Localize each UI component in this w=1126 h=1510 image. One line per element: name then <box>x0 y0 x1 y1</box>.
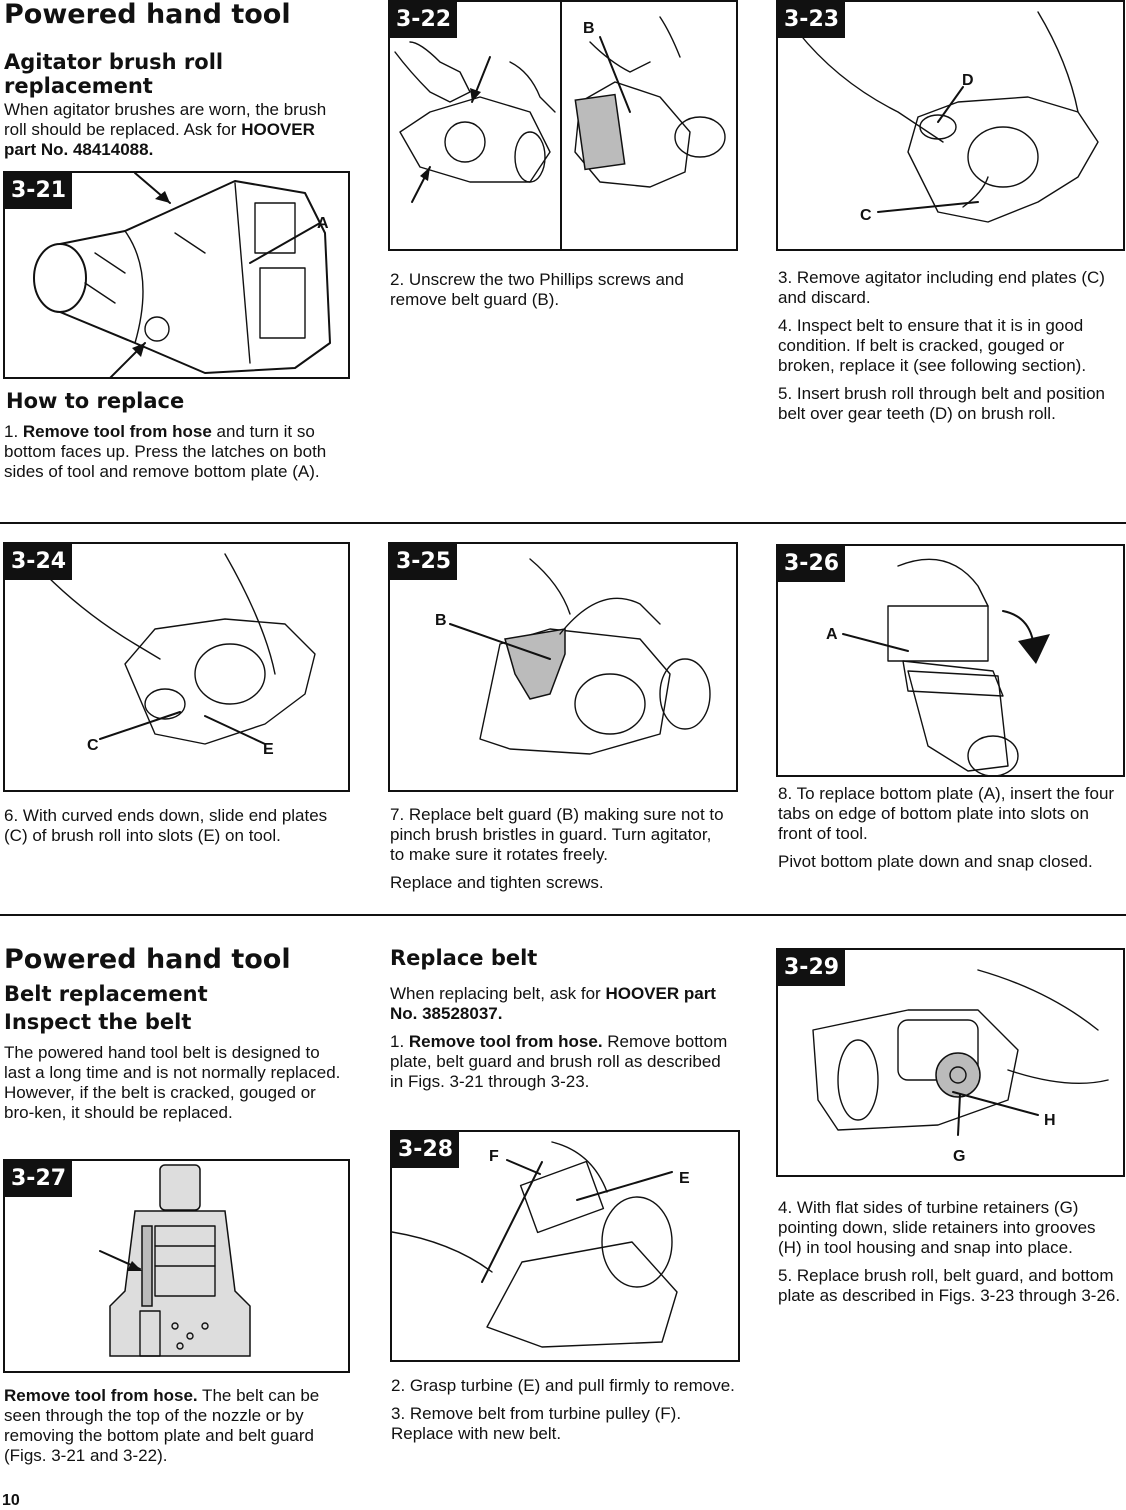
callout-b: B <box>583 20 595 37</box>
replace-belt-guard-illustration <box>449 558 711 755</box>
turbine-retainers-illustration <box>812 969 1109 1136</box>
section-title: Powered hand tool <box>4 0 291 30</box>
page-number: 10 <box>2 1492 20 1509</box>
figure-label: 3-25 <box>390 544 458 580</box>
replace-step-2: 2. Grasp turbine (E) and pull firmly to … <box>391 1376 735 1395</box>
figure-label: 3-23 <box>778 2 846 38</box>
belt-intro: The powered hand tool belt is designed t… <box>4 1043 341 1122</box>
replace-step-4: 4. With flat sides of turbine retainers … <box>778 1198 1096 1257</box>
section-subtitle: Agitator brush roll replacement <box>4 50 224 98</box>
callout-d: D <box>962 72 974 89</box>
figure-3-23: 3-23 D C <box>776 0 1125 251</box>
callout-e: E <box>679 1170 690 1187</box>
step-7: 7. Replace belt guard (B) making sure no… <box>390 805 724 864</box>
section-title: Powered hand tool <box>4 944 291 975</box>
figure-3-22: 3-22 B <box>388 0 738 251</box>
replace-steps-2-3: 2. Grasp turbine (E) and pull firmly to … <box>391 1376 736 1452</box>
callout-f: F <box>489 1148 499 1165</box>
divider <box>0 522 1126 524</box>
replace-belt-heading: Replace belt <box>390 946 538 970</box>
figure-label: 3-24 <box>5 544 73 580</box>
figure-3-24: 3-24 C E <box>3 542 350 792</box>
figure-3-21: 3-21 A <box>3 171 350 379</box>
figure-3-25: 3-25 B <box>388 542 738 792</box>
step-8: 8. To replace bottom plate (A), insert t… <box>778 784 1115 843</box>
divider <box>0 914 1126 916</box>
replace-belt-intro: When replacing belt, ask for HOOVER part… <box>390 984 735 1100</box>
remove-agitator-illustration <box>797 11 1099 223</box>
replace-step-5: 5. Replace brush roll, belt guard, and b… <box>778 1266 1121 1305</box>
part-number: HOOVER part No. 48414088. <box>4 120 315 159</box>
inspect-belt-heading: Inspect the belt <box>4 1010 192 1034</box>
callout-g: G <box>953 1148 966 1165</box>
step-8b: Pivot bottom plate down and snap closed. <box>778 852 1093 871</box>
belt-replacement-heading: Belt replacement <box>4 982 208 1006</box>
figure-3-28: 3-28 F E <box>390 1130 740 1362</box>
figure-label: 3-27 <box>5 1161 73 1197</box>
figure-3-26: 3-26 A <box>776 544 1125 777</box>
callout-a: A <box>826 626 838 643</box>
figure-3-27: 3-27 <box>3 1159 350 1373</box>
callout-e: E <box>263 741 274 758</box>
step-6: 6. With curved ends down, slide end plat… <box>4 806 328 845</box>
slide-end-plates-illustration <box>44 553 316 745</box>
unscrew-belt-guard-illustration <box>394 2 726 249</box>
steps-7: 7. Replace belt guard (B) making sure no… <box>390 805 730 901</box>
figure-label: 3-22 <box>390 2 458 38</box>
remove-turbine-illustration <box>392 1141 678 1348</box>
step-1: 1. Remove tool from hose and turn it so … <box>4 422 327 481</box>
replace-step-1: 1. Remove tool from hose. Remove bottom … <box>390 1032 728 1091</box>
figure-label: 3-29 <box>778 950 846 986</box>
callout-c: C <box>87 737 99 754</box>
figure-label: 3-28 <box>392 1132 460 1168</box>
part-number: HOOVER part No. 38528037. <box>390 984 716 1023</box>
steps-3-5: 3. Remove agitator including end plates … <box>778 268 1118 432</box>
replace-bottom-plate-illustration <box>842 558 1050 775</box>
figure-3-29: 3-29 H G <box>776 948 1125 1177</box>
step-5: 5. Insert brush roll through belt and po… <box>778 384 1105 423</box>
replace-steps-4-5: 4. With flat sides of turbine retainers … <box>778 1198 1123 1314</box>
step-4: 4. Inspect belt to ensure that it is in … <box>778 316 1087 375</box>
how-to-replace-heading: How to replace <box>6 389 185 413</box>
step-2: 2. Unscrew the two Phillips screws and r… <box>390 270 684 309</box>
callout-a: A <box>317 215 329 232</box>
remove-tool-paragraph: Remove tool from hose. The belt can be s… <box>4 1386 320 1465</box>
callout-c: C <box>860 207 872 224</box>
replace-step-3: 3. Remove belt from turbine pulley (F). … <box>391 1404 682 1443</box>
callout-b: B <box>435 612 447 629</box>
step-3: 3. Remove agitator including end plates … <box>778 268 1105 307</box>
figure-label: 3-26 <box>778 546 846 582</box>
tool-top-view-illustration <box>99 1164 251 1357</box>
step-7b: Replace and tighten screws. <box>390 873 604 892</box>
tool-bottom-illustration <box>33 173 331 377</box>
steps-8: 8. To replace bottom plate (A), insert t… <box>778 784 1123 880</box>
intro-paragraph: When agitator brushes are worn, the brus… <box>4 100 327 159</box>
figure-label: 3-21 <box>5 173 73 209</box>
callout-h: H <box>1044 1112 1056 1129</box>
